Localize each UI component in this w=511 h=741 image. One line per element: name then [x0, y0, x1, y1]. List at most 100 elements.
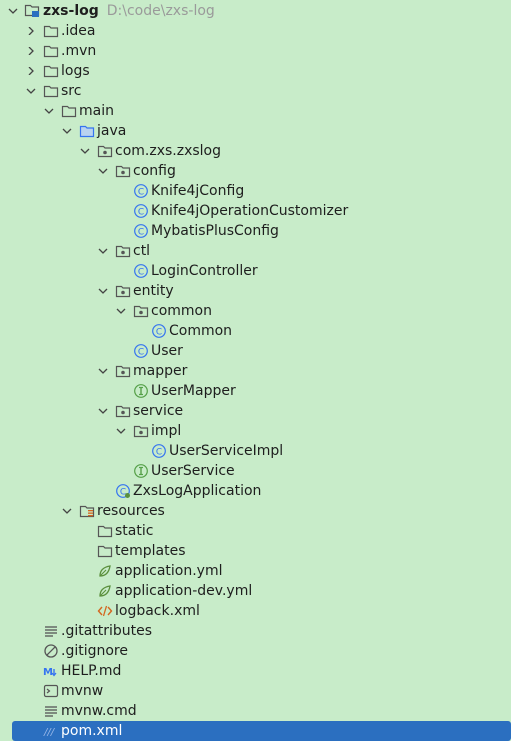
- folder-icon: [97, 523, 113, 539]
- text-file-icon: [43, 623, 59, 639]
- project-name: zxs-log: [43, 3, 99, 19]
- tree-row-resources[interactable]: resources: [0, 501, 511, 521]
- svg-text:C: C: [138, 188, 144, 198]
- tree-row-config[interactable]: config: [0, 161, 511, 181]
- tree-row-mybatis-plus[interactable]: C MybatisPlusConfig: [0, 221, 511, 241]
- chevron-down-icon[interactable]: [97, 361, 109, 381]
- tree-label: com.zxs.zxslog: [115, 143, 221, 159]
- tree-row-pom-xml[interactable]: /// pom.xml: [0, 721, 511, 741]
- folder-icon: [43, 23, 59, 39]
- chevron-down-icon[interactable]: [97, 281, 109, 301]
- tree-row-package-root[interactable]: com.zxs.zxslog: [0, 141, 511, 161]
- class-icon: C: [133, 183, 149, 199]
- tree-row-knife4j-config[interactable]: C Knife4jConfig: [0, 181, 511, 201]
- chevron-down-icon[interactable]: [97, 241, 109, 261]
- tree-label: common: [151, 303, 212, 319]
- tree-label: application.yml: [115, 563, 223, 579]
- tree-row-common[interactable]: common: [0, 301, 511, 321]
- tree-row-mvnw-cmd[interactable]: mvnw.cmd: [0, 701, 511, 721]
- tree-row-login-controller[interactable]: C LoginController: [0, 261, 511, 281]
- tree-row-knife4j-op[interactable]: C Knife4jOperationCustomizer: [0, 201, 511, 221]
- chevron-down-icon[interactable]: [25, 81, 37, 101]
- tree-row-gitattributes[interactable]: .gitattributes: [0, 621, 511, 641]
- tree-label: impl: [151, 423, 182, 439]
- chevron-down-icon[interactable]: [61, 121, 73, 141]
- svg-text:C: C: [156, 328, 162, 338]
- chevron-right-icon[interactable]: [25, 21, 37, 41]
- tree-row-service[interactable]: service: [0, 401, 511, 421]
- tree-row-entity[interactable]: entity: [0, 281, 511, 301]
- class-icon: C: [133, 203, 149, 219]
- tree-label: UserMapper: [151, 383, 236, 399]
- tree-row-mapper[interactable]: mapper: [0, 361, 511, 381]
- tree-row-user[interactable]: C User: [0, 341, 511, 361]
- tree-row-src[interactable]: src: [0, 81, 511, 101]
- chevron-right-icon[interactable]: [25, 41, 37, 61]
- tree-row-mvn[interactable]: .mvn: [0, 41, 511, 61]
- tree-row-mvnw[interactable]: mvnw: [0, 681, 511, 701]
- svg-text:///: ///: [43, 727, 56, 738]
- tree-label: templates: [115, 543, 186, 559]
- tree-label: main: [79, 103, 114, 119]
- tree-row-application-yml[interactable]: application.yml: [0, 561, 511, 581]
- tree-label: mvnw: [61, 683, 104, 699]
- chevron-down-icon[interactable]: [7, 1, 19, 21]
- tree-label: ZxsLogApplication: [133, 483, 262, 499]
- chevron-down-icon[interactable]: [97, 401, 109, 421]
- package-icon: [133, 303, 149, 319]
- tree-row-gitignore[interactable]: .gitignore: [0, 641, 511, 661]
- tree-row-java[interactable]: java: [0, 121, 511, 141]
- package-icon: [115, 243, 131, 259]
- tree-label: Knife4jConfig: [151, 183, 245, 199]
- tree-label: java: [97, 123, 127, 139]
- class-icon: C: [133, 343, 149, 359]
- tree-row-project-root[interactable]: zxs-log D:\code\zxs-log: [0, 1, 511, 21]
- tree-row-ctl[interactable]: ctl: [0, 241, 511, 261]
- package-icon: [115, 363, 131, 379]
- tree-row-main[interactable]: main: [0, 101, 511, 121]
- tree-label: .gitattributes: [61, 623, 153, 639]
- tree-row-app[interactable]: C ZxsLogApplication: [0, 481, 511, 501]
- tree-row-templates[interactable]: templates: [0, 541, 511, 561]
- tree-row-idea[interactable]: .idea: [0, 21, 511, 41]
- tree-row-application-dev-yml[interactable]: application-dev.yml: [0, 581, 511, 601]
- tree-label: LoginController: [151, 263, 258, 279]
- tree-row-impl[interactable]: impl: [0, 421, 511, 441]
- tree-label: MybatisPlusConfig: [151, 223, 279, 239]
- tree-row-user-service-impl[interactable]: C UserServiceImpl: [0, 441, 511, 461]
- chevron-down-icon[interactable]: [79, 141, 91, 161]
- tree-row-static[interactable]: static: [0, 521, 511, 541]
- chevron-down-icon[interactable]: [115, 301, 127, 321]
- chevron-down-icon[interactable]: [97, 161, 109, 181]
- tree-label: config: [133, 163, 176, 179]
- folder-icon: [61, 103, 77, 119]
- chevron-right-icon[interactable]: [25, 61, 37, 81]
- project-path: D:\code\zxs-log: [106, 3, 215, 19]
- tree-row-help-md[interactable]: M HELP.md: [0, 661, 511, 681]
- tree-label: HELP.md: [61, 663, 122, 679]
- spring-yaml-icon: [97, 583, 113, 599]
- spring-boot-class-icon: C: [115, 483, 131, 499]
- tree-label: .mvn: [61, 43, 97, 59]
- source-folder-icon: [79, 123, 95, 139]
- tree-label: logback.xml: [115, 603, 200, 619]
- chevron-down-icon[interactable]: [61, 501, 73, 521]
- folder-icon: [43, 83, 59, 99]
- chevron-down-icon[interactable]: [43, 101, 55, 121]
- spring-yaml-icon: [97, 563, 113, 579]
- chevron-down-icon[interactable]: [115, 421, 127, 441]
- tree-row-logs[interactable]: logs: [0, 61, 511, 81]
- folder-icon: [97, 543, 113, 559]
- tree-row-user-mapper[interactable]: UserMapper: [0, 381, 511, 401]
- markdown-icon: M: [43, 663, 59, 679]
- tree-label: UserService: [151, 463, 235, 479]
- tree-row-logback-xml[interactable]: logback.xml: [0, 601, 511, 621]
- text-file-icon: [43, 703, 59, 719]
- tree-row-common-class[interactable]: C Common: [0, 321, 511, 341]
- tree-row-user-service[interactable]: UserService: [0, 461, 511, 481]
- class-icon: C: [151, 443, 167, 459]
- class-icon: C: [151, 323, 167, 339]
- interface-icon: [133, 463, 149, 479]
- svg-text:C: C: [156, 448, 162, 458]
- package-icon: [97, 143, 113, 159]
